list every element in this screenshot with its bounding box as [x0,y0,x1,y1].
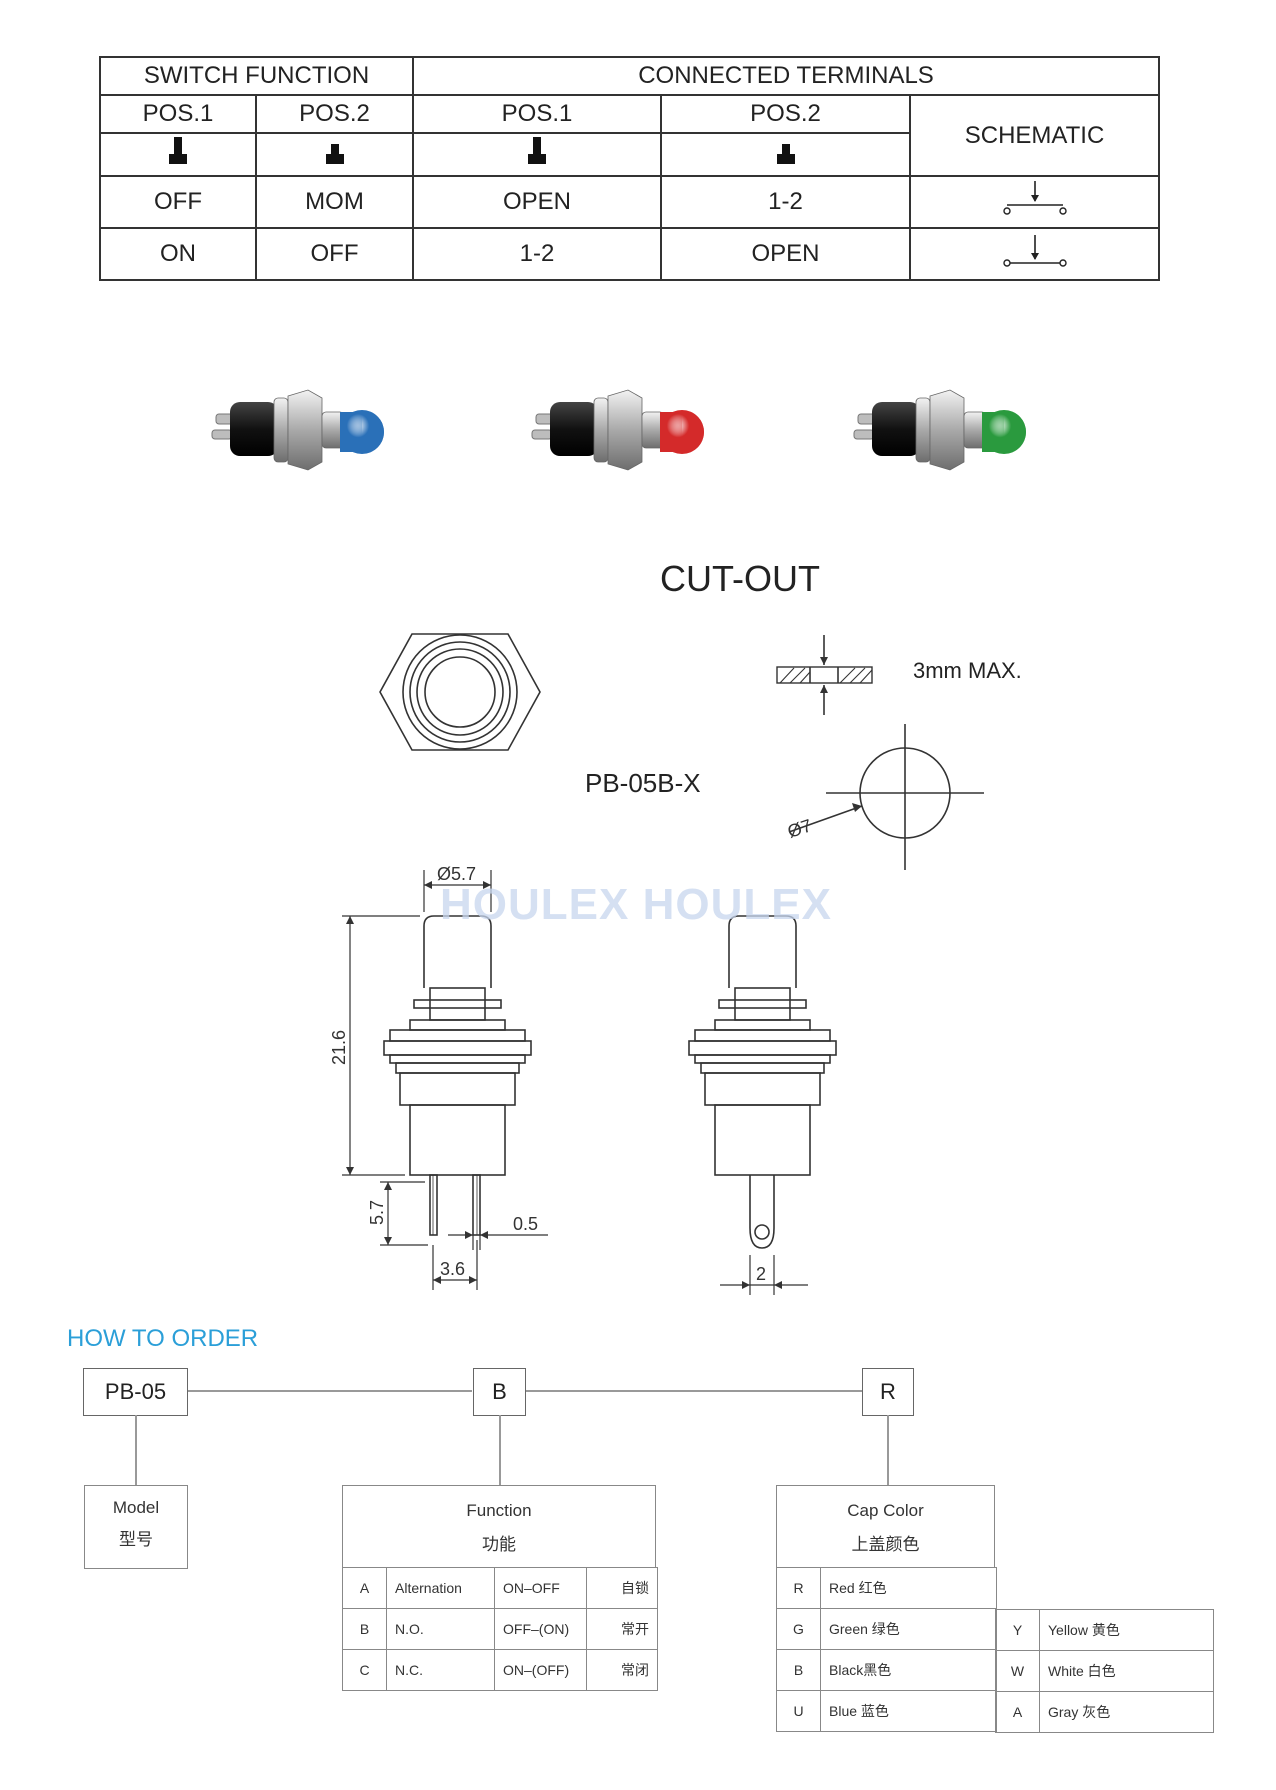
terminal-pitch-label: 3.6 [440,1259,465,1279]
code-function: B [473,1368,526,1416]
row2-pos2-function: OFF [255,227,414,281]
option-mode: OFF–(ON) [494,1608,587,1650]
front-view-switch [688,915,837,1249]
cap-color-label-en: Cap Color [847,1501,924,1520]
switch-function-header: SWITCH FUNCTION [99,56,414,96]
cap-diameter-label: Ø5.7 [437,864,476,884]
terminal-width-label: 2 [756,1264,766,1284]
option-mode: ON–(OFF) [494,1649,587,1691]
side-view-switch [383,915,532,1236]
button-pressed-icon [660,132,911,177]
height-label: 21.6 [329,1030,349,1065]
option-name: Alternation [386,1567,495,1609]
how-to-order-title: HOW TO ORDER [67,1325,259,1352]
option-key: A [342,1567,387,1609]
color-label: Gray 灰色 [1039,1691,1214,1733]
row1-pos2-terminals: 1-2 [660,175,911,229]
color-label: Green 绿色 [820,1608,997,1650]
terminal-thickness-label: 0.5 [513,1214,538,1234]
color-label: White 白色 [1039,1650,1214,1692]
row2-pos1-function: ON [99,227,257,281]
function-options-table: A Alternation ON–OFF 自锁 B N.O. OFF–(ON) … [342,1567,658,1691]
color-label: Red 红色 [820,1567,997,1609]
code-cap-color: R [862,1368,914,1416]
cutout-title: CUT-OUT [660,558,820,599]
button-released-icon [99,132,257,177]
option-zh: 自锁 [586,1567,658,1609]
color-key: B [776,1649,821,1691]
schematic-normally-open-icon [908,175,1161,229]
push-button-photo [531,389,704,471]
button-pressed-icon [255,132,414,177]
switch-function-table: SWITCH FUNCTION CONNECTED TERMINALS POS.… [99,56,1161,281]
option-name: N.O. [386,1608,495,1650]
connector-line [135,1415,137,1485]
color-key: U [776,1690,821,1732]
row2-pos1-terminals: 1-2 [412,227,662,281]
connected-terminals-header: CONNECTED TERMINALS [411,56,1161,96]
col-pos2-function: POS.2 [255,94,414,134]
function-option-c: C N.C. ON–(OFF) 常闭 [342,1649,658,1691]
row1-pos2-function: MOM [255,175,414,229]
push-button-photo [211,389,384,471]
col-pos1-terminals: POS.1 [412,94,662,134]
panel-thickness-note: 3mm MAX. [913,658,1022,683]
connector-line [499,1415,501,1485]
schematic-header: SCHEMATIC [908,94,1161,177]
panel-hole-diagram [788,724,984,870]
connector-line [887,1415,889,1485]
function-option-b: B N.O. OFF–(ON) 常开 [342,1608,658,1650]
connector-line [525,1390,862,1392]
color-label: Blue 蓝色 [820,1690,997,1732]
function-panel: Function 功能 [342,1485,656,1568]
color-key: Y [995,1609,1040,1651]
row1-pos1-terminals: OPEN [412,175,662,229]
button-released-icon [412,132,662,177]
model-number: PB-05B-X [585,768,701,798]
col-pos2-terminals: POS.2 [660,94,911,134]
col-pos1-function: POS.1 [99,94,257,134]
option-mode: ON–OFF [494,1567,587,1609]
push-button-photo [853,389,1026,471]
color-key: G [776,1608,821,1650]
model-panel: Model 型号 [84,1485,188,1569]
cap-color-label-zh: 上盖颜色 [851,1535,920,1554]
connector-line [187,1390,472,1392]
color-key: A [995,1691,1040,1733]
hex-nut-top-view [379,633,541,751]
function-label-en: Function [466,1501,532,1520]
schematic-normally-closed-icon [908,227,1161,281]
cap-color-panel: Cap Color 上盖颜色 [776,1485,995,1568]
model-label-zh: 型号 [119,1530,153,1549]
model-label-en: Model [112,1498,160,1517]
color-key: R [776,1567,821,1609]
color-label: Yellow 黄色 [1039,1609,1214,1651]
option-key: B [342,1608,387,1650]
option-key: C [342,1649,387,1691]
terminal-length-label: 5.7 [367,1200,387,1225]
watermark: HOULEX HOULEX [440,880,832,929]
option-zh: 常开 [586,1608,658,1650]
row1-pos1-function: OFF [99,175,257,229]
option-zh: 常闭 [586,1649,658,1691]
hole-diameter-label: Ø7 [785,815,814,841]
function-label-zh: 功能 [482,1535,516,1554]
row2-pos2-terminals: OPEN [660,227,911,281]
function-option-a: A Alternation ON–OFF 自锁 [342,1567,658,1609]
color-label: Black黑色 [820,1649,997,1691]
color-key: W [995,1650,1040,1692]
option-name: N.C. [386,1649,495,1691]
code-model: PB-05 [83,1368,188,1416]
